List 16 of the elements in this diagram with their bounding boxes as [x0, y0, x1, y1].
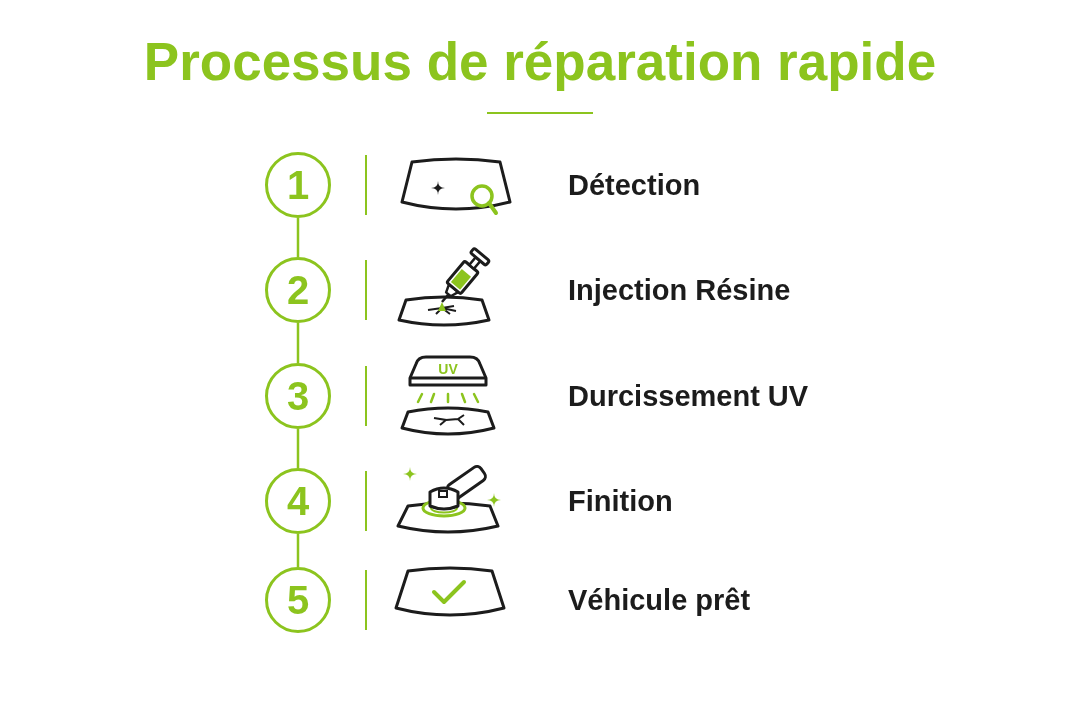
- uv-label: UV: [438, 361, 458, 377]
- step-number-circle: 4: [265, 468, 331, 534]
- step-title: Injection Résine: [568, 273, 791, 307]
- connector-line: [296, 323, 300, 363]
- step-number-circle: 1: [265, 152, 331, 218]
- connector-line: [296, 218, 300, 257]
- step-title: Détection: [568, 168, 701, 202]
- title: Processus de réparation rapide: [143, 31, 937, 93]
- step-number-circle: 2: [265, 257, 331, 323]
- connector-line: [296, 534, 300, 567]
- step-number-circle: 5: [265, 567, 331, 633]
- step-title: Durcissement UV: [568, 379, 809, 413]
- step-number-circle: 3: [265, 363, 331, 429]
- step-title: Véhicule prêt: [568, 583, 751, 617]
- connector-line: [296, 429, 300, 468]
- step-title: Finition: [568, 484, 673, 518]
